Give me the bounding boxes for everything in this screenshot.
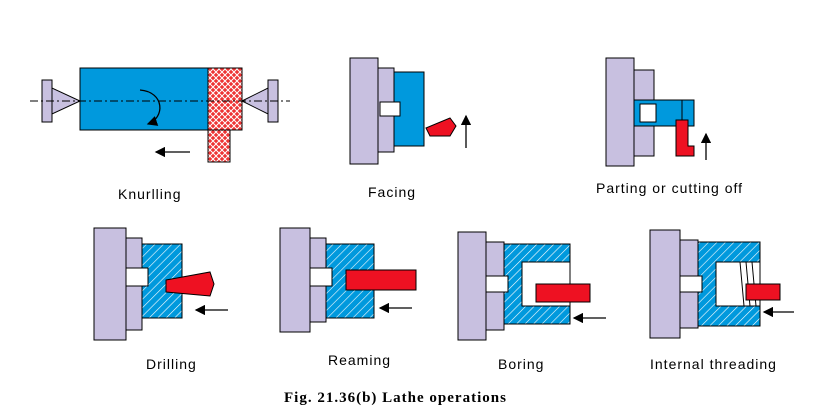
- boring-tool: [535, 283, 591, 303]
- knurled-section: [207, 67, 243, 131]
- chuck-jaw: [679, 275, 703, 293]
- drill-bit: [165, 271, 215, 297]
- drilling-illustration: [93, 227, 228, 341]
- label-drilling: Drilling: [146, 356, 197, 372]
- chuck-body: [649, 229, 681, 339]
- knurling-illustration: [30, 67, 290, 163]
- label-facing: Facing: [368, 184, 417, 200]
- threading-tool: [745, 283, 781, 301]
- boring-illustration: [457, 231, 606, 341]
- chuck-jaw: [125, 267, 149, 287]
- reamer-tool: [345, 269, 417, 291]
- parting-tool: [675, 119, 695, 157]
- chuck-body: [349, 57, 379, 165]
- chuck-jaw: [309, 267, 333, 287]
- label-reaming: Reaming: [328, 352, 392, 368]
- reaming-illustration: [279, 227, 417, 333]
- chuck-body: [457, 231, 487, 341]
- chuck-jaw: [639, 103, 657, 123]
- label-knurling: Knurlling: [118, 186, 182, 202]
- label-parting: Parting or cutting off: [596, 180, 744, 196]
- label-threading: Internal threading: [650, 356, 777, 372]
- threading-illustration: [649, 229, 794, 339]
- chuck-jaw: [485, 275, 509, 293]
- parting-illustration: [605, 57, 712, 167]
- facing-illustration: [349, 57, 472, 165]
- chuck-body: [605, 57, 635, 167]
- facing-tool: [425, 117, 457, 137]
- rotation-arrow: [139, 89, 161, 126]
- chuck-body: [279, 227, 311, 333]
- chuck-body: [93, 227, 127, 341]
- label-boring: Boring: [498, 356, 545, 372]
- knurling-tool: [207, 129, 231, 163]
- figure-caption: Fig. 21.36(b) Lathe operations: [284, 390, 507, 406]
- chuck-jaw: [379, 101, 401, 117]
